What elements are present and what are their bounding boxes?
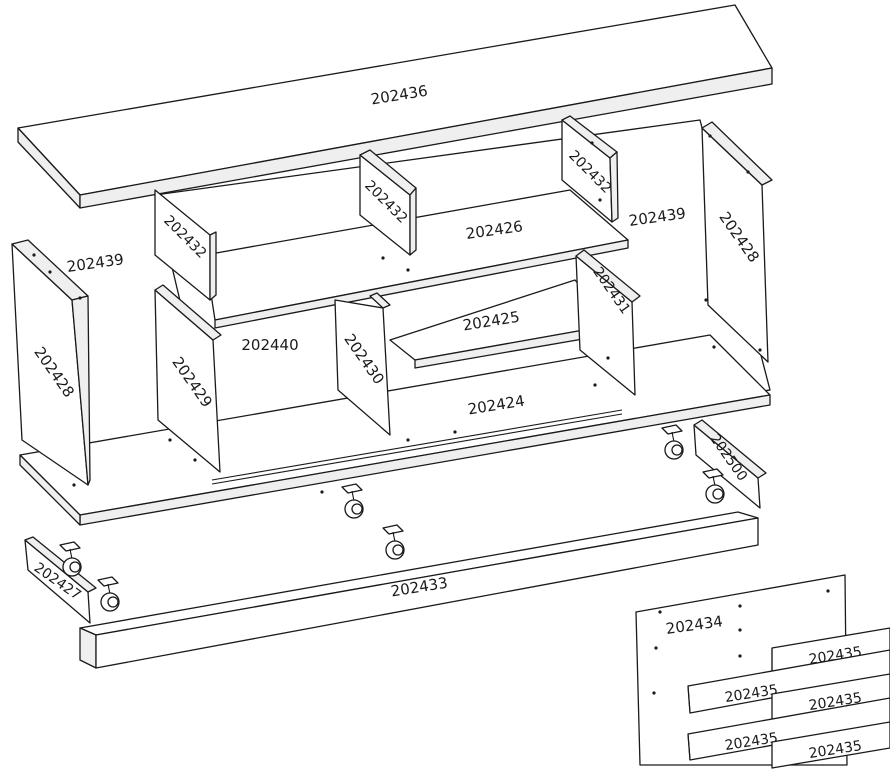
label-back-panel-left: 202440: [241, 336, 298, 354]
plinth-side-right: 202500: [693, 419, 767, 509]
slat: 202435: [687, 649, 890, 714]
top-panel: 202436: [17, 4, 773, 209]
caster-wheel-icon: [59, 541, 82, 577]
caster-wheel-icon: [341, 483, 364, 519]
side-panel-left: 202428 202439: [11, 239, 125, 486]
label-door-left: 202439: [66, 250, 125, 276]
bottom-panel: 202424: [19, 334, 771, 526]
caster-wheel-icon: [661, 424, 684, 460]
caster-wheel-icon: [97, 576, 120, 612]
upright-center: 202430: [334, 292, 391, 436]
plinth-front: 202433: [79, 511, 759, 669]
dowel-hole-icon: [72, 256, 716, 494]
caster-wheel-icon: [382, 524, 405, 560]
divider-top-center: 202432: [359, 149, 417, 256]
middle-shelf: 202426: [204, 189, 629, 329]
divider-top-right: 202432: [561, 115, 619, 223]
upright-left: 202429: [154, 284, 222, 473]
upright-right: 202431: [575, 249, 641, 396]
plinth-side-left: 202427: [24, 536, 97, 624]
side-panel-right: 202428: [701, 121, 773, 363]
slat: 202435: [771, 721, 890, 769]
caster-wheel-icon: [702, 468, 725, 504]
